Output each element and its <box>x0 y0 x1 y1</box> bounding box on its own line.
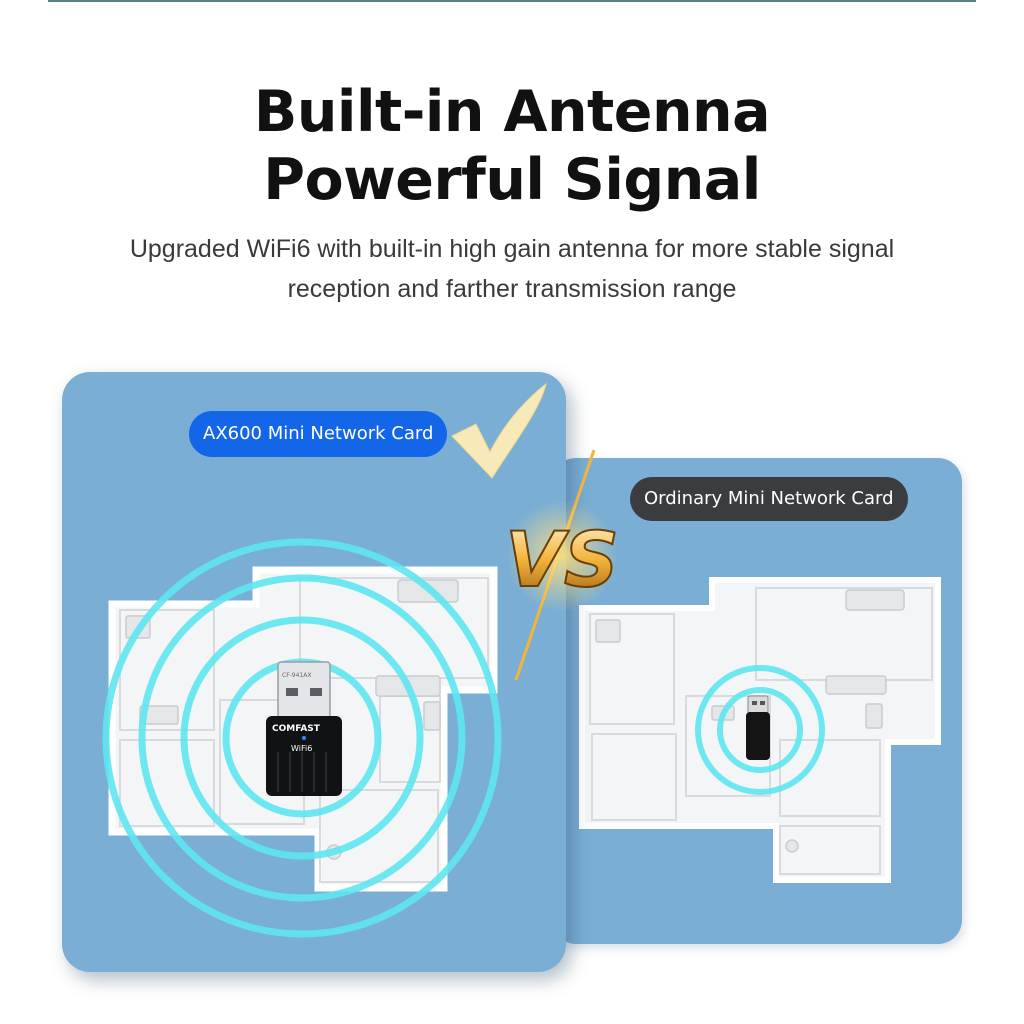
top-divider <box>48 0 976 2</box>
title-line-1: Built-in Antenna <box>253 79 771 145</box>
subtitle-line-1: Upgraded WiFi6 with built-in high gain a… <box>129 235 895 263</box>
subtitle-line-2: reception and farther transmission range <box>287 275 737 303</box>
title-line-2: Powerful Signal <box>263 147 761 213</box>
ax600-card-panel <box>62 372 566 972</box>
ordinary-card-panel <box>552 458 962 944</box>
ordinary-label-pill: Ordinary Mini Network Card <box>630 477 908 521</box>
page-subtitle: Upgraded WiFi6 with built-in high gain a… <box>102 229 922 309</box>
ax600-label-pill: AX600 Mini Network Card <box>189 411 448 457</box>
page-title: Built-in Antenna Powerful Signal <box>0 78 1024 214</box>
